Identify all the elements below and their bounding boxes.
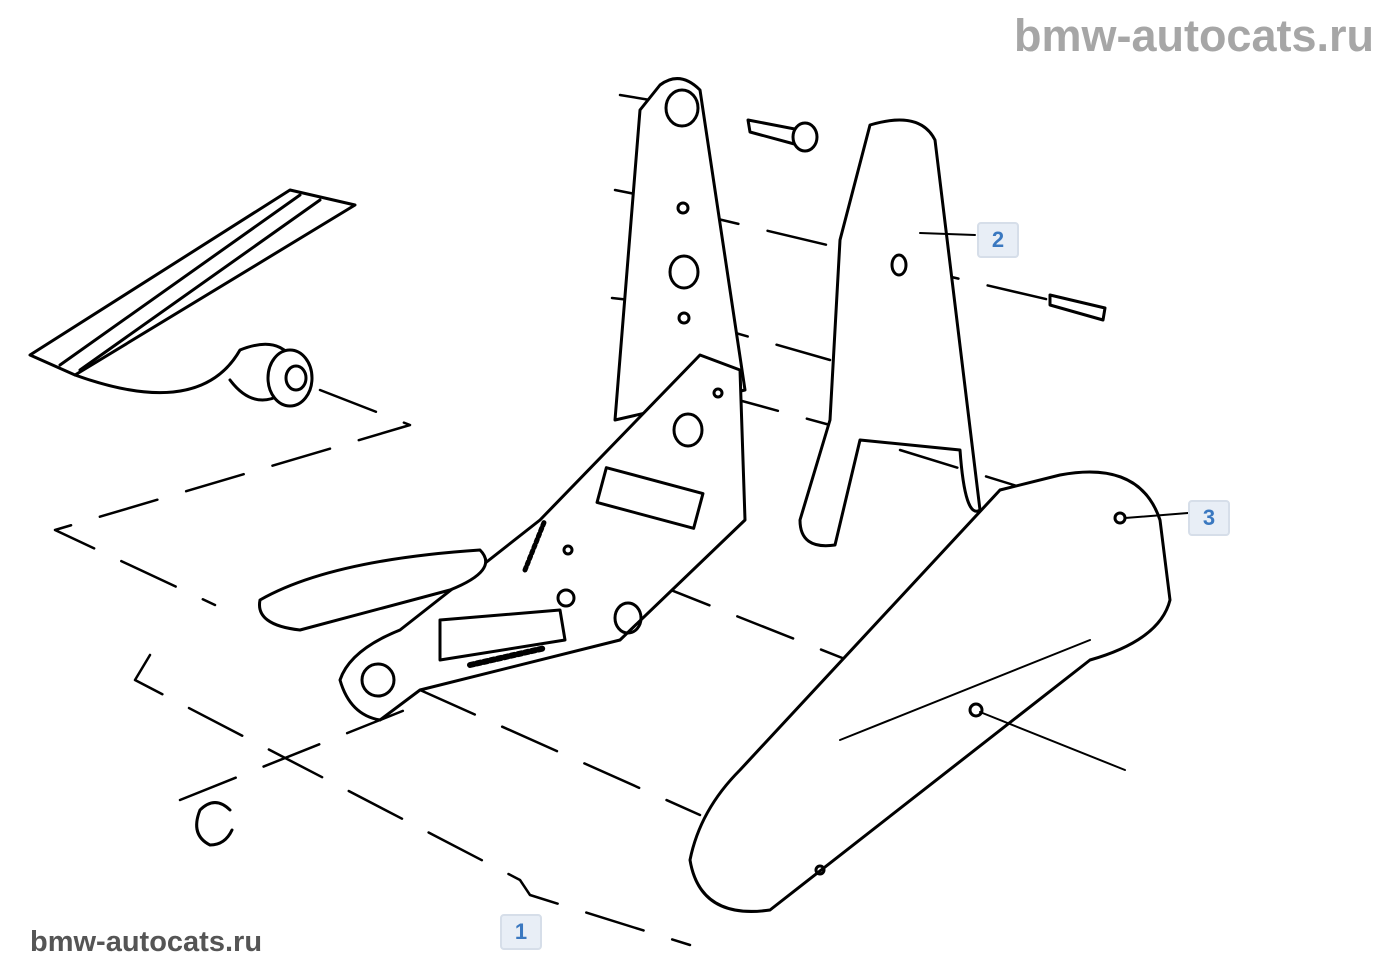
watermark-bottom: bmw-autocats.ru	[30, 926, 263, 958]
circlip	[195, 801, 234, 847]
screw-lower	[1048, 293, 1107, 322]
base-plate	[338, 353, 747, 722]
lever-rod	[28, 188, 357, 408]
callout-1[interactable]: 1	[500, 914, 542, 950]
watermark-top: bmw-autocats.ru	[1013, 10, 1374, 61]
release-handle	[258, 517, 567, 668]
side-cover	[688, 470, 1189, 913]
callout-2[interactable]: 2	[977, 222, 1019, 258]
callout-3[interactable]: 3	[1188, 500, 1230, 536]
trim-cover-upper	[798, 118, 982, 548]
screw-upper	[746, 118, 819, 153]
